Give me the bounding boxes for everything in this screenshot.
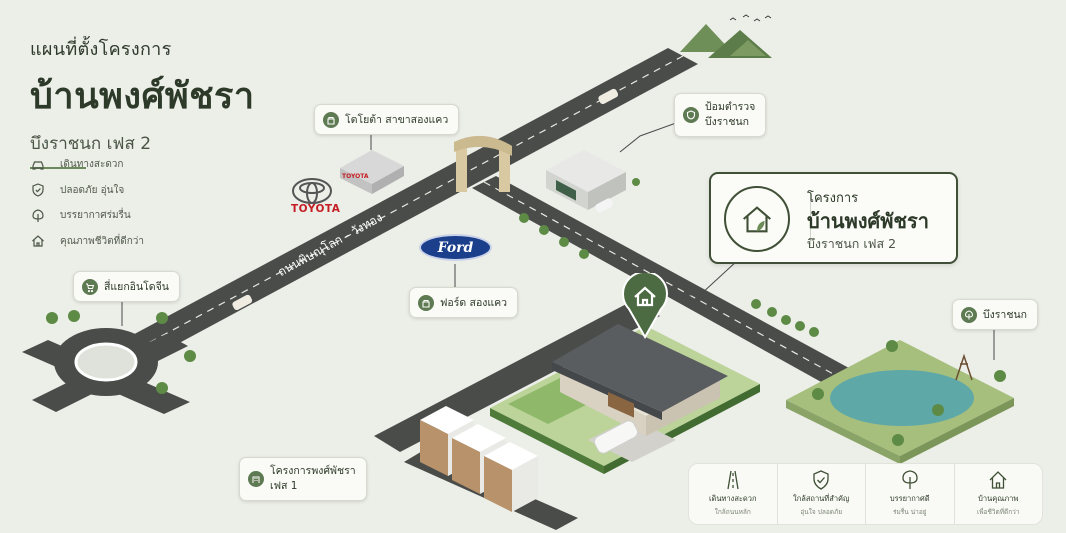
cars xyxy=(232,88,619,311)
bottom-feature-label: เดินทางสะดวก xyxy=(708,494,757,503)
main-house xyxy=(552,324,728,436)
bottom-feature-item: บ้านคุณภาพ เพื่อชีวิตที่ดีกว่า xyxy=(955,464,1043,524)
pin-lake[interactable]: บึงราชนก xyxy=(952,299,1038,330)
feature-label: คุณภาพชีวิตที่ดีกว่า xyxy=(60,235,145,247)
bottom-feature-label: บ้านคุณภาพ xyxy=(978,494,1019,503)
project-card-name: บ้านพงศ์พัชรา xyxy=(807,209,929,233)
project-phase: บึงราชนก เฟส 2 xyxy=(30,134,152,154)
car-icon xyxy=(30,157,46,173)
road-icon xyxy=(727,470,739,490)
roundabout xyxy=(22,328,190,414)
pin-intersection[interactable]: สี่แยกอินโดจีน xyxy=(73,271,180,302)
ford-logo: Ford xyxy=(419,234,492,261)
bottom-feature-item: ใกล้สถานที่สำคัญ อุ่นใจ ปลอดภัย xyxy=(778,464,866,524)
feature-item: คุณภาพชีวิตที่ดีกว่า xyxy=(30,229,144,255)
home-icon xyxy=(634,286,656,307)
project-card-phase: บึงราชนก เฟส 2 xyxy=(807,236,897,251)
lake-park xyxy=(786,340,1014,464)
pin-label: สี่แยกอินโดจีน xyxy=(104,281,169,293)
pin-ford[interactable]: ฟอร์ด สองแคว xyxy=(409,287,519,318)
bottom-feature-sub: อุ่นใจ ปลอดภัย xyxy=(800,508,843,516)
shield-check-icon xyxy=(683,107,699,123)
header: แผนที่ตั้งโครงการ บ้านพงศ์พัชรา บึงราชนก… xyxy=(30,34,255,169)
bottom-feature-bar: เดินทางสะดวก ใกล้ถนนหลัก ใกล้สถานที่สำคั… xyxy=(688,463,1043,525)
bottom-feature-sub: ร่มรื่น น่าอยู่ xyxy=(892,508,927,516)
home-leaf-icon xyxy=(724,186,811,252)
store-icon xyxy=(418,294,434,311)
tree-icon xyxy=(30,208,46,224)
project-card-label: โครงการ xyxy=(807,191,859,206)
tree-icon xyxy=(902,470,918,489)
header-divider xyxy=(30,167,86,169)
cross-road xyxy=(472,176,860,388)
pin-police[interactable]: ป้อมตำรวจ บึงราชนก xyxy=(674,93,767,137)
feature-label: ปลอดภัย อุ่นใจ xyxy=(60,184,125,196)
bottom-feature-item: เดินทางสะดวก ใกล้ถนนหลัก xyxy=(689,464,778,524)
phase1-townhouses xyxy=(420,406,538,512)
shield-check-icon xyxy=(30,182,46,198)
map-subtitle: แผนที่ตั้งโครงการ xyxy=(30,39,172,60)
shield-check-icon xyxy=(813,470,829,490)
bottom-feature-item: บรรยากาศดี ร่มรื่น น่าอยู่ xyxy=(866,464,955,524)
toyota-building-sign: TOYOTA xyxy=(342,173,369,180)
house-car xyxy=(593,420,639,454)
main-road xyxy=(86,48,698,376)
bottom-feature-sub: เพื่อชีวิตที่ดีกว่า xyxy=(977,508,1020,516)
feature-item: บรรยากาศร่มรื่น xyxy=(30,203,144,229)
project-title: บ้านพงศ์พัชรา xyxy=(30,76,255,117)
toyota-building: TOYOTA xyxy=(340,150,404,194)
pin-toyota[interactable]: โตโยต้า สาขาสองแคว xyxy=(314,104,460,135)
pin-label: บึงราชนก xyxy=(705,116,749,128)
pin-label: โตโยต้า สาขาสองแคว xyxy=(345,114,449,126)
pin-label: บึงราชนก xyxy=(983,309,1027,321)
building-icon xyxy=(248,471,264,487)
city-gate xyxy=(454,135,512,192)
location-pin-icon[interactable] xyxy=(621,270,669,340)
pin-label: ฟอร์ด สองแคว xyxy=(440,297,508,309)
project-card[interactable]: โครงการ บ้านพงศ์พัชรา บึงราชนก เฟส 2 xyxy=(709,172,958,264)
feature-list: เดินทางสะดวก ปลอดภัย อุ่นใจ บรรยากาศร่มร… xyxy=(30,152,144,254)
pin-label: โครงการพงศ์พัชรา xyxy=(270,465,356,477)
cart-icon xyxy=(82,278,98,295)
bottom-feature-sub: ใกล้ถนนหลัก xyxy=(714,508,751,516)
toyota-logo-text: TOYOTA xyxy=(291,203,341,215)
bottom-feature-label: ใกล้สถานที่สำคัญ xyxy=(793,494,850,503)
pin-phase1[interactable]: โครงการพงศ์พัชรา เฟส 1 xyxy=(239,457,367,501)
toyota-logo xyxy=(292,178,332,204)
pin-label: ป้อมตำรวจ xyxy=(705,101,756,113)
birds xyxy=(729,14,772,22)
feature-item: เดินทางสะดวก xyxy=(30,152,144,178)
home-icon xyxy=(30,233,46,249)
trees xyxy=(46,178,819,394)
pin-label: เฟส 1 xyxy=(270,480,298,492)
home-icon xyxy=(989,471,1007,489)
bottom-feature-label: บรรยากาศดี xyxy=(889,494,930,503)
store-icon xyxy=(323,111,339,128)
tree-icon xyxy=(961,306,977,323)
feature-item: ปลอดภัย อุ่นใจ xyxy=(30,178,144,204)
feature-label: เดินทางสะดวก xyxy=(60,159,124,171)
police-station xyxy=(546,150,626,210)
feature-label: บรรยากาศร่มรื่น xyxy=(60,210,131,222)
hills xyxy=(680,24,772,58)
